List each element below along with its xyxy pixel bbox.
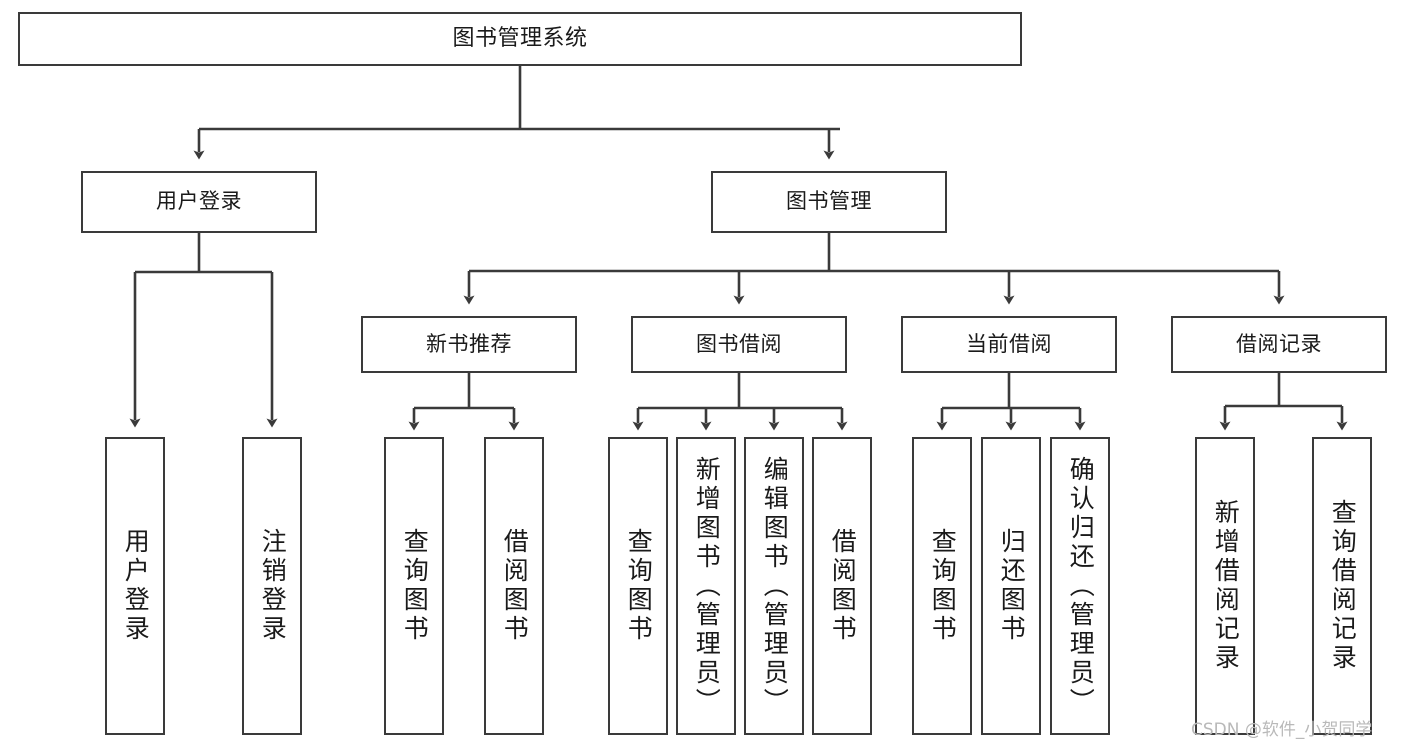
leaf-return-books[interactable]: 归还图书 (981, 437, 1041, 735)
node-label: 查询图书 (928, 528, 958, 644)
node-label: 图书借阅 (696, 331, 782, 356)
node-label: 图书管理系统 (452, 25, 588, 51)
node-label: 新增图书（管理员） (692, 455, 722, 717)
leaf-confirm-return-admin[interactable]: 确认归还（管理员） (1050, 437, 1110, 735)
node-label: 查询图书 (624, 528, 654, 644)
leaf-edit-book-admin[interactable]: 编辑图书（管理员） (744, 437, 804, 735)
node-label: 借阅图书 (828, 528, 858, 644)
node-root-book-management-system[interactable]: 图书管理系统 (18, 12, 1022, 66)
node-label: 查询借阅记录 (1328, 499, 1358, 673)
leaf-query-books-borrow[interactable]: 查询图书 (608, 437, 668, 735)
node-new-book-recommendation[interactable]: 新书推荐 (361, 316, 577, 373)
leaf-query-borrow-record[interactable]: 查询借阅记录 (1312, 437, 1372, 735)
node-label: 借阅图书 (500, 528, 530, 644)
node-label: 查询图书 (400, 528, 430, 644)
node-label: 编辑图书（管理员） (760, 455, 790, 717)
node-label: 注销登录 (258, 528, 288, 644)
node-label: 归还图书 (997, 528, 1027, 644)
leaf-query-books-current[interactable]: 查询图书 (912, 437, 972, 735)
node-label: 确认归还（管理员） (1066, 455, 1096, 717)
node-book-borrowing[interactable]: 图书借阅 (631, 316, 847, 373)
leaf-add-book-admin[interactable]: 新增图书（管理员） (676, 437, 736, 735)
leaf-borrow-books[interactable]: 借阅图书 (812, 437, 872, 735)
leaf-user-login[interactable]: 用户登录 (105, 437, 165, 735)
leaf-borrow-books-newbook[interactable]: 借阅图书 (484, 437, 544, 735)
node-label: 新增借阅记录 (1211, 499, 1241, 673)
node-label: 当前借阅 (966, 331, 1052, 356)
node-label: 用户登录 (121, 528, 151, 644)
node-book-management[interactable]: 图书管理 (711, 171, 947, 233)
leaf-query-books-newbook[interactable]: 查询图书 (384, 437, 444, 735)
node-label: 用户登录 (156, 189, 242, 214)
leaf-add-borrow-record[interactable]: 新增借阅记录 (1195, 437, 1255, 735)
node-label: 图书管理 (786, 189, 872, 214)
node-current-borrowing[interactable]: 当前借阅 (901, 316, 1117, 373)
node-borrow-records[interactable]: 借阅记录 (1171, 316, 1387, 373)
node-label: 借阅记录 (1236, 331, 1322, 356)
node-user-login[interactable]: 用户登录 (81, 171, 317, 233)
leaf-logout[interactable]: 注销登录 (242, 437, 302, 735)
node-label: 新书推荐 (426, 331, 512, 356)
